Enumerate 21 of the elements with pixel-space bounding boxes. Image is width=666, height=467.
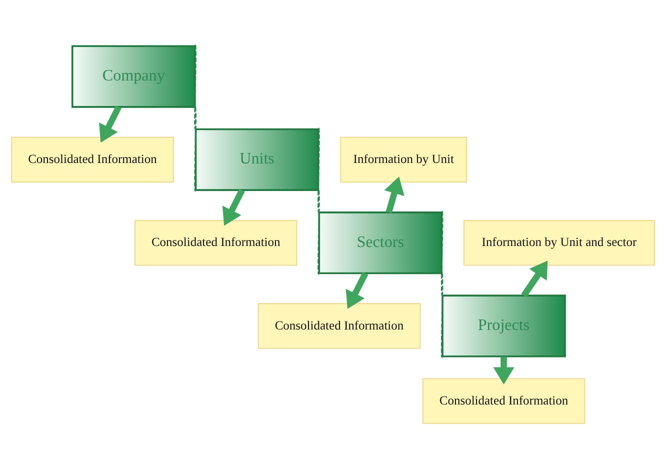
- node-box: Consolidated Information: [258, 303, 421, 349]
- arrow: [521, 260, 548, 298]
- node-box: Projects: [442, 294, 566, 358]
- node-box: Information by Unit: [340, 136, 468, 182]
- node-box: Sectors: [318, 212, 443, 274]
- node-box: Consolidated Information: [11, 136, 174, 182]
- node-box: Consolidated Information: [422, 378, 586, 424]
- connector: [440, 273, 444, 358]
- arrow: [346, 272, 368, 309]
- connector: [440, 211, 444, 296]
- arrow: [99, 106, 122, 143]
- node-box: Consolidated Information: [134, 220, 298, 266]
- node-box: Units: [194, 128, 320, 191]
- arrow: [384, 176, 404, 214]
- connector: [318, 128, 320, 213]
- node-box: Information by Unit and sector: [464, 220, 655, 266]
- connector: [194, 106, 196, 192]
- connector: [194, 45, 196, 130]
- arrow: [222, 188, 245, 226]
- arrow: [493, 356, 514, 384]
- connector: [318, 190, 320, 274]
